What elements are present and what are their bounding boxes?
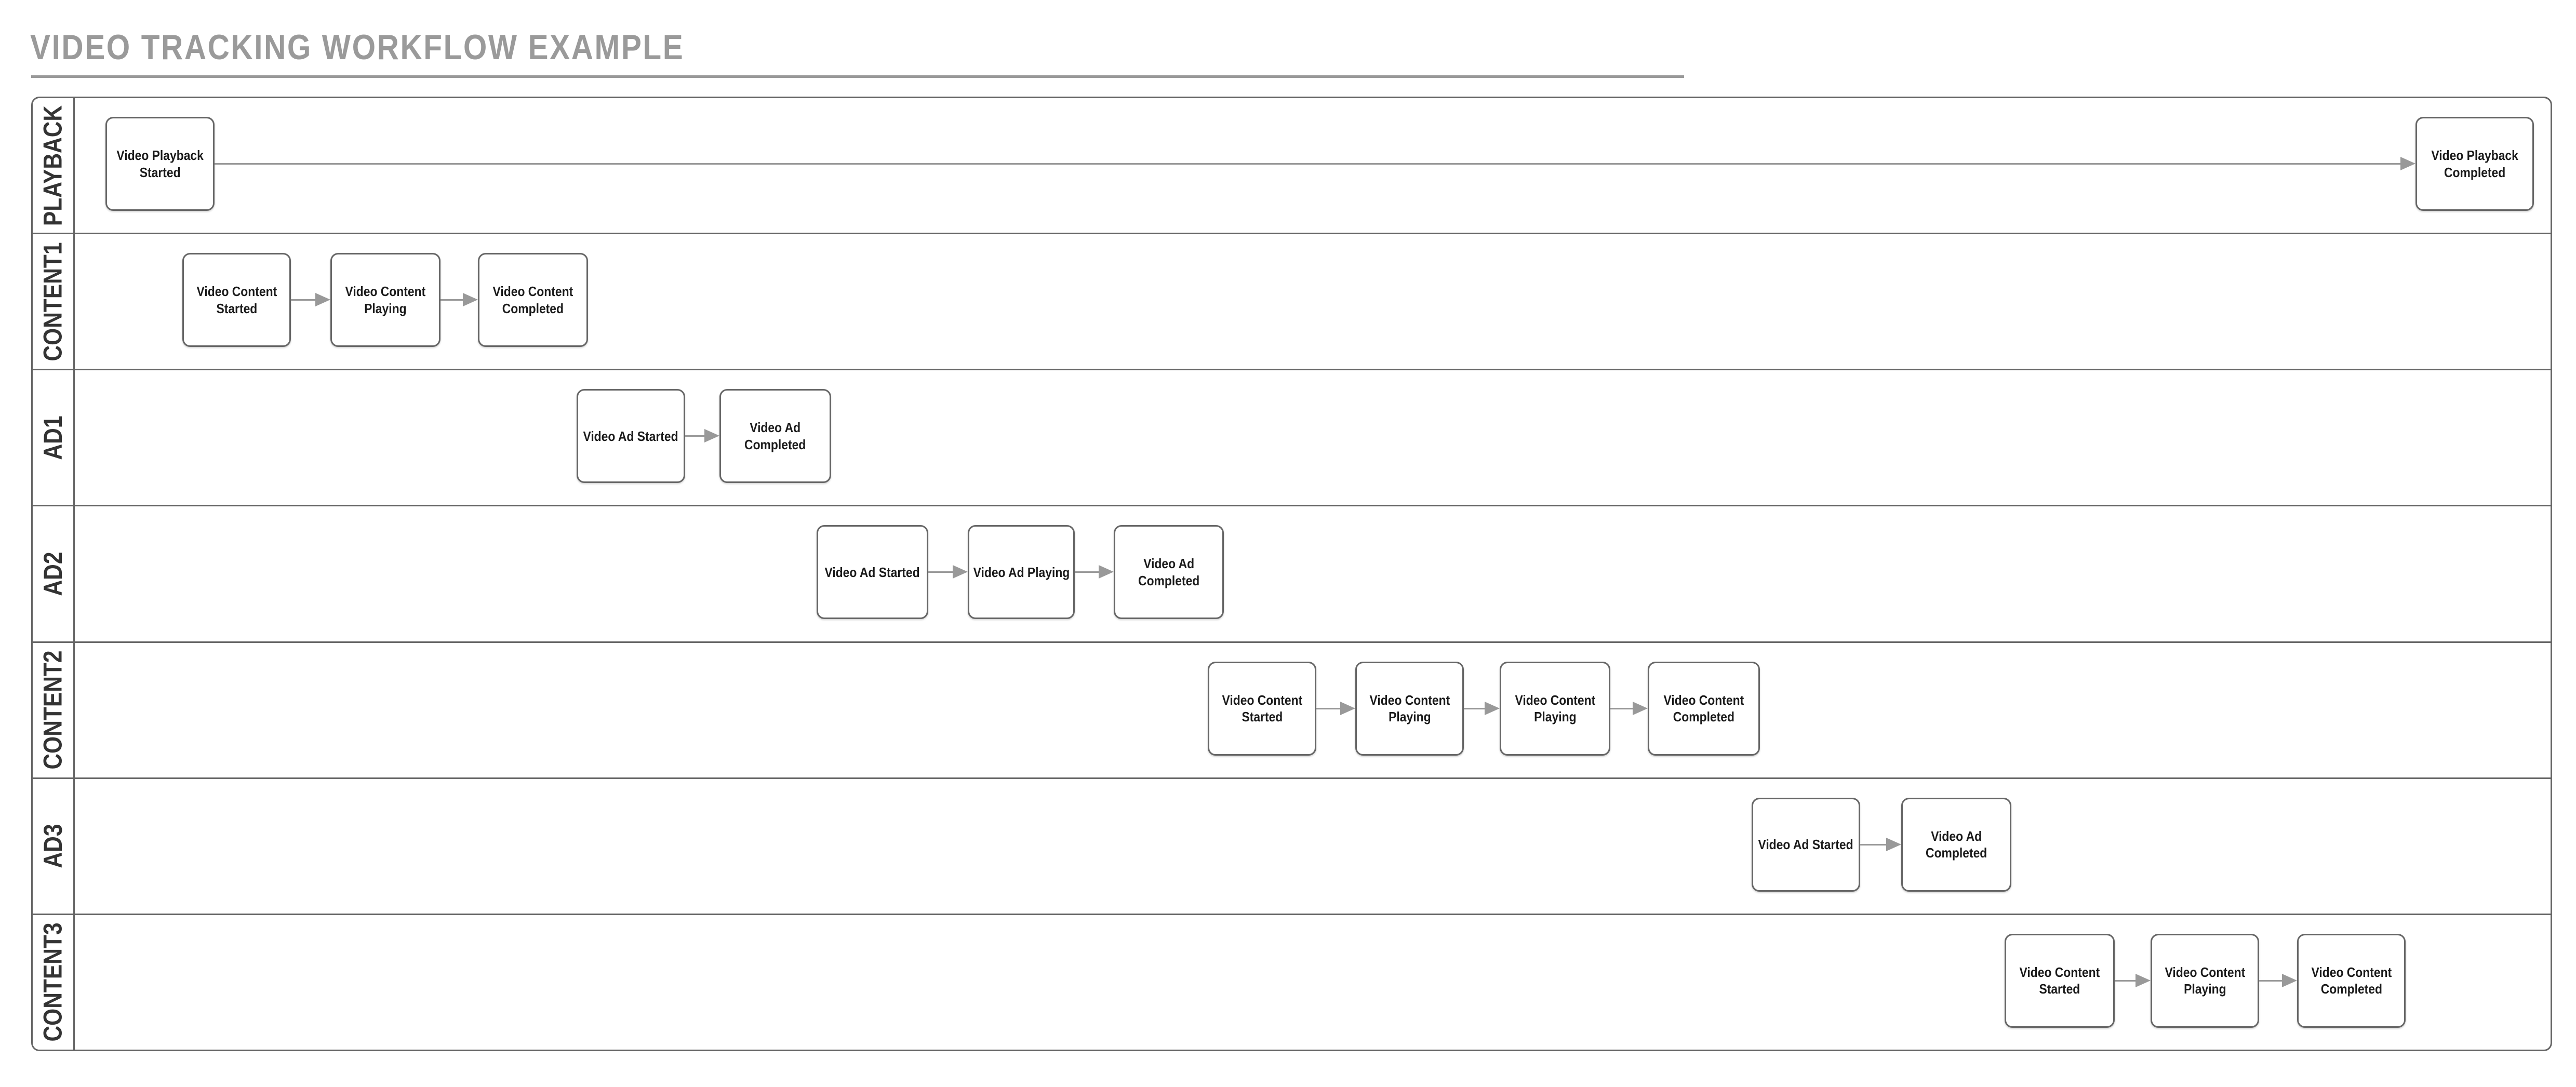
flow-arrow	[1860, 837, 1901, 852]
flow-arrow	[2115, 973, 2151, 988]
lane-label-text: AD1	[38, 415, 68, 460]
lane-label-ad3[interactable]: AD3	[33, 779, 75, 914]
title-underline	[31, 75, 1684, 78]
arrow-shaft	[2259, 979, 2284, 982]
lane-ad3: AD3 Video Ad Started Video Ad Completed	[33, 777, 2551, 914]
lane-label-content2[interactable]: CONTENT2	[33, 642, 75, 777]
flow-arrow	[1464, 701, 1500, 716]
flow-arrow	[928, 565, 968, 579]
lane-content1: CONTENT1 Video Content Started Video Con…	[33, 233, 2551, 369]
flow-arrow	[1075, 565, 1114, 579]
arrow-head-icon	[1340, 701, 1355, 715]
node-label: Video Ad Started	[824, 564, 920, 580]
lane-label-text: CONTENT3	[38, 922, 68, 1042]
node-label: Video Content Playing	[1369, 692, 1450, 725]
arrow-shaft	[215, 163, 2402, 165]
arrow-shaft	[2115, 979, 2137, 982]
arrow-shaft	[291, 299, 317, 301]
flow-arrow	[2259, 973, 2297, 988]
lane-label-playback[interactable]: PLAYBACK	[33, 98, 75, 233]
flow-arrow	[1610, 701, 1648, 716]
arrow-head-icon	[704, 429, 719, 443]
node-video-content-playing[interactable]: Video Content Playing	[330, 253, 441, 347]
node-label: Video Ad Started	[1758, 836, 1854, 852]
swimlane-frame: PLAYBACK Video Playback Started Video Pl…	[31, 97, 2552, 1051]
arrow-head-icon	[953, 565, 968, 579]
node-video-ad-playing[interactable]: Video Ad Playing	[968, 525, 1075, 620]
node-label: Video Playback Completed	[2431, 147, 2518, 180]
node-video-playback-started[interactable]: Video Playback Started	[105, 117, 215, 211]
node-label: Video Content Started	[196, 284, 277, 316]
node-label: Video Content Started	[2019, 964, 2100, 997]
arrow-head-icon	[463, 293, 478, 307]
arrow-shaft	[928, 571, 954, 573]
lane-content2: CONTENT2 Video Content Started Video Con…	[33, 641, 2551, 777]
arrow-head-icon	[1886, 837, 1901, 851]
lane-label-text: CONTENT1	[38, 242, 68, 361]
arrow-shaft	[1610, 707, 1634, 709]
flow-arrow	[685, 429, 719, 443]
lane-label-text: AD3	[38, 824, 68, 868]
flow-arrow	[441, 293, 478, 307]
node-label: Video Ad Completed	[1925, 828, 1987, 861]
node-video-ad-started[interactable]: Video Ad Started	[817, 525, 928, 620]
lane-label-content3[interactable]: CONTENT3	[33, 915, 75, 1050]
lane-ad2: AD2 Video Ad Started Video Ad Playing Vi…	[33, 505, 2551, 641]
node-video-content-started[interactable]: Video Content Started	[182, 253, 291, 347]
node-video-ad-completed[interactable]: Video Ad Completed	[1901, 797, 2011, 892]
arrow-head-icon	[2400, 157, 2415, 170]
node-video-ad-started[interactable]: Video Ad Started	[577, 389, 685, 484]
node-video-content-completed[interactable]: Video Content Completed	[1648, 661, 1760, 756]
arrow-shaft	[1075, 571, 1100, 573]
arrow-head-icon	[1099, 565, 1114, 579]
node-label: Video Content Completed	[492, 284, 573, 316]
node-video-content-completed[interactable]: Video Content Completed	[2297, 933, 2406, 1028]
page-title: VIDEO TRACKING WORKFLOW EXAMPLE	[30, 28, 685, 67]
node-label: Video Content Completed	[1663, 692, 1744, 725]
arrow-head-icon	[315, 293, 330, 307]
node-label: Video Content Started	[1222, 692, 1302, 725]
node-video-playback-completed[interactable]: Video Playback Completed	[2415, 117, 2534, 211]
node-video-ad-completed[interactable]: Video Ad Completed	[719, 389, 831, 484]
flow-arrow	[215, 157, 2415, 171]
node-video-content-playing-1[interactable]: Video Content Playing	[1355, 661, 1464, 756]
lane-label-text: AD2	[38, 552, 68, 596]
node-label: Video Content Completed	[2311, 964, 2392, 997]
lane-content3: CONTENT3 Video Content Started Video Con…	[33, 913, 2551, 1050]
node-label: Video Ad Started	[583, 428, 679, 444]
node-video-content-started[interactable]: Video Content Started	[1208, 661, 1316, 756]
flow-arrow	[1316, 701, 1355, 716]
lane-label-text: CONTENT2	[38, 650, 68, 770]
node-video-ad-started[interactable]: Video Ad Started	[1752, 797, 1860, 892]
lane-label-ad1[interactable]: AD1	[33, 370, 75, 505]
arrow-head-icon	[2282, 973, 2297, 987]
arrow-head-icon	[1633, 701, 1648, 715]
node-label: Video Content Playing	[345, 284, 426, 316]
node-video-content-started[interactable]: Video Content Started	[2005, 933, 2115, 1028]
arrow-head-icon	[2135, 973, 2151, 987]
node-video-ad-completed[interactable]: Video Ad Completed	[1114, 525, 1224, 620]
flow-arrow	[291, 293, 330, 307]
lane-playback: PLAYBACK Video Playback Started Video Pl…	[33, 98, 2551, 233]
lane-label-content1[interactable]: CONTENT1	[33, 234, 75, 369]
arrow-head-icon	[1485, 701, 1500, 715]
lane-label-text: PLAYBACK	[38, 105, 68, 226]
node-label: Video Content Playing	[2165, 964, 2245, 997]
lane-label-ad2[interactable]: AD2	[33, 506, 75, 641]
node-label: Video Ad Completed	[1138, 556, 1200, 588]
arrow-shaft	[1316, 707, 1342, 709]
lane-ad1: AD1 Video Ad Started Video Ad Completed	[33, 369, 2551, 505]
node-label: Video Ad Completed	[744, 420, 806, 452]
node-label: Video Ad Playing	[973, 564, 1070, 580]
node-video-content-playing[interactable]: Video Content Playing	[2151, 933, 2259, 1028]
arrow-shaft	[685, 435, 706, 437]
arrow-shaft	[1464, 707, 1486, 709]
node-label: Video Playback Started	[116, 147, 204, 180]
arrow-shaft	[1860, 843, 1888, 846]
arrow-shaft	[441, 299, 464, 301]
node-video-content-completed[interactable]: Video Content Completed	[478, 253, 588, 347]
node-label: Video Content Playing	[1515, 692, 1595, 725]
node-video-content-playing-2[interactable]: Video Content Playing	[1500, 661, 1610, 756]
